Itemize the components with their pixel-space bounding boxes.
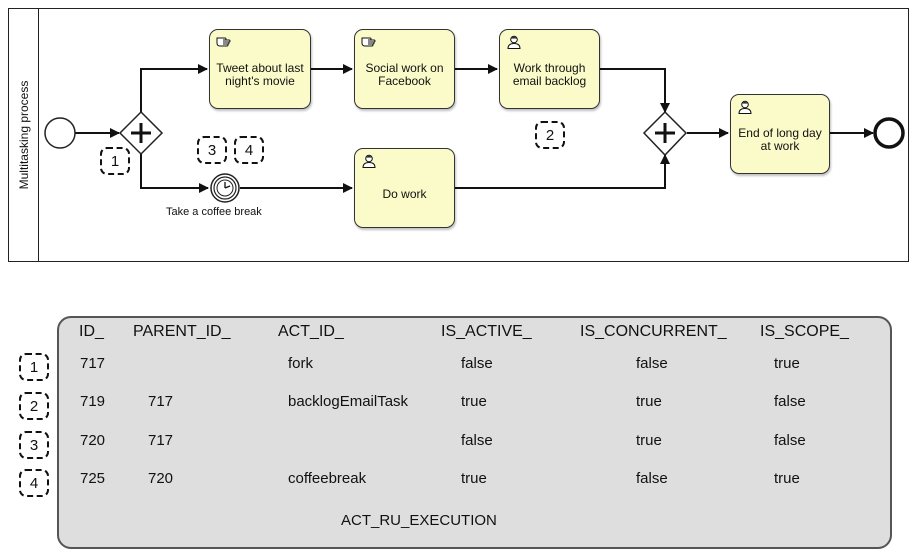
column-header: PARENT_ID_ (133, 323, 231, 340)
user-task-icon (362, 154, 376, 168)
row-marker: 2 (19, 392, 49, 420)
task-do-work[interactable]: Do work (354, 148, 455, 228)
task-label: Work through email backlog (512, 61, 587, 88)
task-email-backlog[interactable]: Work through email backlog (499, 29, 600, 109)
table-cell: true (461, 470, 487, 487)
table-cell: 725 (80, 470, 106, 487)
table-cell: true (636, 432, 662, 449)
table-cell: false (636, 470, 668, 487)
column-header: ACT_ID_ (278, 323, 344, 340)
execution-marker: 1 (100, 147, 130, 175)
column-header: IS_ACTIVE_ (441, 323, 532, 340)
task-tweet[interactable]: Tweet about last night's movie (209, 29, 311, 109)
table-cell: true (774, 355, 800, 372)
manual-task-icon (361, 37, 376, 47)
timer-label: Take a coffee break (166, 206, 262, 218)
table-cell: 719 (80, 393, 106, 410)
table-cell: 717 (80, 355, 106, 372)
task-end-of-day[interactable]: End of long day at work (730, 94, 830, 174)
table-cell: 720 (80, 432, 106, 449)
execution-table-panel (57, 316, 892, 549)
column-header: IS_SCOPE_ (760, 323, 849, 340)
table-cell: false (774, 393, 806, 410)
execution-marker: 4 (234, 136, 264, 164)
column-header: IS_CONCURRENT_ (580, 323, 727, 340)
task-label: End of long day at work (738, 126, 822, 153)
task-label: Do work (382, 186, 427, 201)
user-task-icon (738, 100, 752, 114)
user-task-icon (507, 35, 521, 49)
table-cell: coffeebreak (288, 470, 367, 487)
table-cell: 717 (148, 432, 174, 449)
lane-header: Multitasking process (9, 9, 39, 261)
row-marker: 4 (19, 469, 49, 497)
task-label: Social work on Facebook (365, 61, 444, 88)
table-cell: false (636, 355, 668, 372)
table-cell: false (774, 432, 806, 449)
row-marker: 1 (19, 353, 49, 381)
table-cell: backlogEmailTask (288, 393, 409, 410)
execution-marker: 3 (197, 136, 227, 164)
column-header: ID_ (79, 323, 104, 340)
table-cell: fork (288, 355, 314, 372)
row-marker: 3 (19, 431, 49, 459)
table-cell: true (636, 393, 662, 410)
table-cell: 720 (148, 470, 174, 487)
task-social-facebook[interactable]: Social work on Facebook (354, 29, 455, 109)
table-cell: false (461, 432, 493, 449)
table-cell: true (774, 470, 800, 487)
table-cell: false (461, 355, 493, 372)
bpmn-pool: Multitasking process (8, 8, 909, 262)
task-label: Tweet about last night's movie (216, 61, 304, 88)
lane-label: Multitasking process (17, 80, 31, 190)
table-cell: 717 (148, 393, 174, 410)
table-cell: true (461, 393, 487, 410)
table-caption: ACT_RU_EXECUTION (341, 512, 497, 529)
execution-marker: 2 (535, 121, 565, 149)
manual-task-icon (216, 37, 231, 47)
